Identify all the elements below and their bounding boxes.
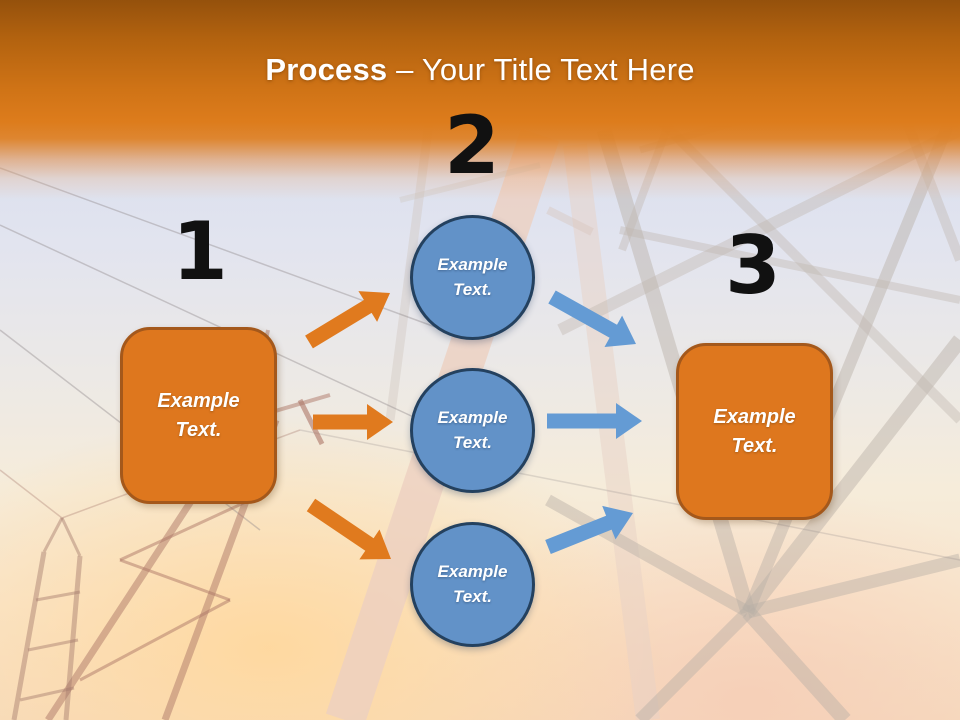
slide-title[interactable]: Process – Your Title Text Here	[0, 52, 960, 88]
arrow-step1-to-circle2[interactable]	[313, 404, 393, 440]
header-band	[0, 0, 960, 210]
step3-box-label: Example Text.	[713, 405, 796, 457]
step2-circle-2[interactable]: Example Text.	[410, 368, 535, 493]
arrow-circle1-to-step3[interactable]	[548, 290, 636, 348]
step2-circle-2-label: Example Text.	[437, 407, 508, 452]
arrow-step1-to-circle1[interactable]	[305, 291, 390, 349]
step1-box-label: Example Text.	[157, 389, 240, 441]
arrow-circle2-to-step3[interactable]	[547, 403, 642, 439]
step3-number[interactable]: 3	[725, 219, 781, 312]
slide-title-rest: – Your Title Text Here	[387, 52, 695, 87]
step2-circle-1-label: Example Text.	[437, 254, 508, 299]
step2-number[interactable]: 2	[444, 99, 500, 192]
step3-box[interactable]: Example Text.	[676, 343, 833, 520]
step1-box[interactable]: Example Text.	[120, 327, 277, 504]
step2-circle-1[interactable]: Example Text.	[410, 215, 535, 340]
arrow-step1-to-circle3[interactable]	[306, 498, 391, 560]
arrow-circle3-to-step3[interactable]	[545, 505, 633, 554]
slide-title-bold: Process	[265, 52, 388, 87]
step2-circle-3[interactable]: Example Text.	[410, 522, 535, 647]
step1-number[interactable]: 1	[172, 205, 228, 298]
step2-circle-3-label: Example Text.	[437, 561, 508, 606]
